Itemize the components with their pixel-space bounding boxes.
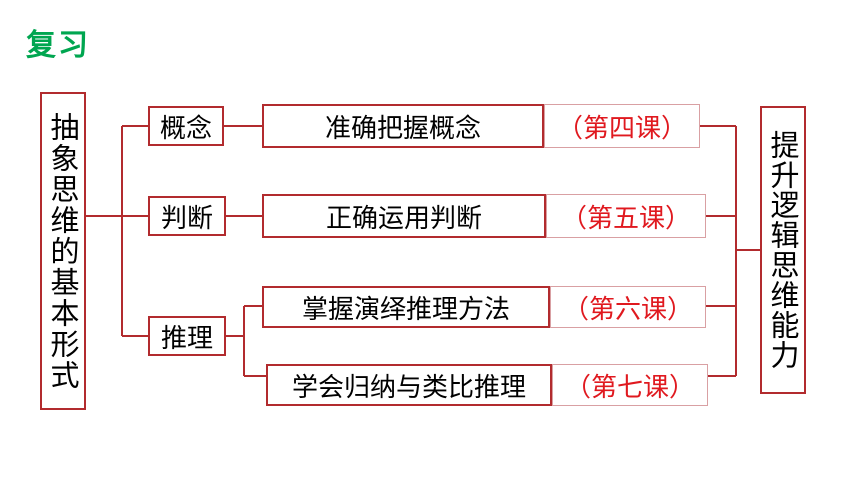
abstract-thinking-forms-box: 抽象思维的基本形式 <box>40 92 86 410</box>
lesson-5-label: （第五课） <box>560 203 691 234</box>
item-induction-label: 学会归纳与类比推理 <box>291 372 526 403</box>
page-title: 复习 <box>26 28 90 63</box>
item-deduction-label: 掌握演绎推理方法 <box>301 294 510 325</box>
abstract-thinking-forms-label: 抽象思维的基本形式 <box>46 111 80 391</box>
lesson-7: （第七课） <box>552 364 708 406</box>
category-concept-label: 概念 <box>159 113 212 144</box>
improve-logical-thinking-label: 提升逻辑思维能力 <box>766 130 800 370</box>
category-judgment-label: 判断 <box>160 203 213 234</box>
item-judgment: 正确运用判断 <box>262 194 546 238</box>
lesson-4-label: （第四课） <box>556 113 687 144</box>
category-reasoning-label: 推理 <box>160 323 213 354</box>
item-deduction: 掌握演绎推理方法 <box>262 286 550 328</box>
lesson-6-label: （第六课） <box>562 294 693 325</box>
category-judgment: 判断 <box>148 196 226 236</box>
item-concept-label: 准确把握概念 <box>324 113 481 144</box>
category-reasoning: 推理 <box>148 316 226 356</box>
item-judgment-label: 正确运用判断 <box>325 203 482 234</box>
item-concept: 准确把握概念 <box>262 104 544 148</box>
lesson-7-label: （第七课） <box>564 372 695 403</box>
lesson-4: （第四课） <box>544 104 700 148</box>
lesson-5: （第五课） <box>546 194 706 238</box>
lesson-6: （第六课） <box>550 286 706 328</box>
category-concept: 概念 <box>148 106 224 146</box>
item-induction: 学会归纳与类比推理 <box>266 364 552 406</box>
improve-logical-thinking-box: 提升逻辑思维能力 <box>760 106 806 394</box>
